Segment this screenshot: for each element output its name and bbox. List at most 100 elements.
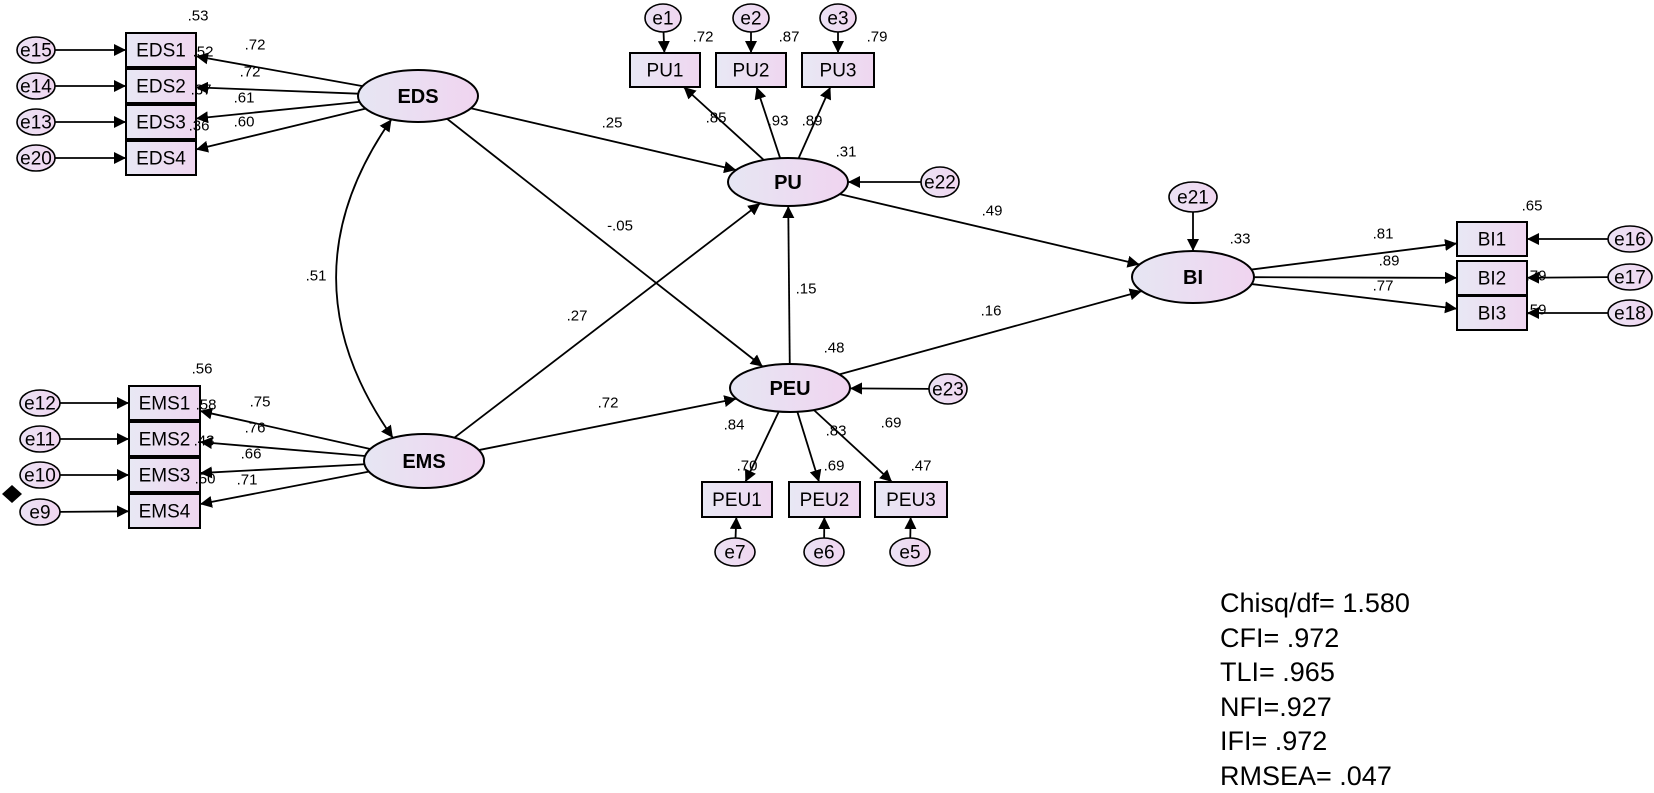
observed-label-ems1: EMS1: [139, 394, 191, 415]
r2-label-eds4: .36: [189, 118, 210, 135]
loading-path-ems4: [200, 472, 369, 505]
latent-label-ems: EMS: [402, 451, 445, 473]
error-label-e13: e13: [20, 113, 52, 134]
observed-label-ems4: EMS4: [139, 502, 191, 523]
error-path-e23: [850, 388, 929, 389]
r2-label-ems3: .43: [194, 433, 215, 450]
loading-path-peu2: [797, 412, 819, 482]
observed-label-eds3: EDS3: [136, 113, 186, 134]
error-label-e15: e15: [20, 41, 52, 62]
loading-label-peu3: .69: [881, 415, 902, 432]
observed-label-eds4: EDS4: [136, 149, 186, 170]
error-label-e12: e12: [24, 394, 56, 415]
structural-label-ems-pu: .27: [567, 308, 588, 325]
latent-label-eds: EDS: [397, 86, 438, 108]
loading-label-ems1: .75: [250, 394, 271, 411]
observed-label-pu1: PU1: [647, 61, 684, 82]
r2-label-pu2: .87: [779, 29, 800, 46]
loading-label-ems3: .66: [241, 446, 262, 463]
latent-label-bi: BI: [1183, 267, 1203, 289]
fit-index-4: IFI= .972: [1220, 724, 1410, 759]
loading-path-eds2: [196, 87, 358, 93]
r2-label-peu3: .47: [911, 458, 932, 475]
loading-label-eds4: .60: [234, 114, 255, 131]
r2-label-pu1: .72: [693, 29, 714, 46]
loading-path-bi2: [1254, 277, 1457, 278]
observed-label-eds2: EDS2: [136, 77, 186, 98]
error-label-e16: e16: [1614, 230, 1646, 251]
loading-label-pu1: .85: [706, 110, 727, 127]
r2-label-ems2: .58: [196, 397, 217, 414]
error-label-e9: e9: [29, 503, 50, 524]
r2-label-eds2: .52: [193, 44, 214, 61]
latent-label-peu: PEU: [769, 378, 810, 400]
r2-label-pu3: .79: [867, 29, 888, 46]
error-label-e6: e6: [813, 543, 834, 564]
observed-label-ems2: EMS2: [139, 430, 191, 451]
loading-path-ems3: [200, 464, 364, 473]
observed-label-peu2: PEU2: [800, 490, 850, 511]
loading-label-pu3: .89: [802, 113, 823, 130]
loading-label-eds2: .72: [240, 64, 261, 81]
loading-label-peu2: .83: [826, 423, 847, 440]
loading-label-bi2: .89: [1379, 253, 1400, 270]
error-label-e11: e11: [25, 430, 55, 451]
error-label-e5: e5: [899, 543, 920, 564]
loading-label-bi1: .81: [1373, 226, 1394, 243]
error-label-e18: e18: [1614, 304, 1646, 325]
observed-label-pu3: PU3: [820, 61, 857, 82]
latent-label-pu: PU: [774, 172, 802, 194]
loading-label-ems4: .71: [237, 472, 258, 489]
loading-label-peu1: .84: [724, 417, 745, 434]
observed-label-pu2: PU2: [733, 61, 770, 82]
r2-label-ems1: .56: [192, 361, 213, 378]
loading-label-eds1: .72: [245, 37, 266, 54]
loading-path-eds1: [196, 56, 363, 86]
error-label-e10: e10: [24, 466, 56, 487]
r2-label-bi1: .65: [1522, 198, 1543, 215]
error-path-e9: [60, 511, 129, 512]
error-label-e1: e1: [652, 9, 673, 30]
structural-label-peu-pu: .15: [796, 281, 817, 298]
error-label-e23: e23: [932, 380, 964, 401]
structural-label-eds-pu: .25: [602, 115, 623, 132]
loading-label-ems2: .76: [245, 420, 266, 437]
error-label-e21: e21: [1177, 188, 1209, 209]
fit-index-2: TLI= .965: [1220, 655, 1410, 690]
structural-path-eds-peu: [447, 119, 763, 367]
error-label-e7: e7: [724, 543, 745, 564]
loading-path-eds4: [196, 109, 366, 150]
error-path-e7: [736, 517, 737, 538]
error-label-e14: e14: [20, 77, 52, 98]
r2-label-bi2: .79: [1526, 268, 1547, 285]
r2-label-eds1: .53: [188, 8, 209, 25]
covariance-path-eds-ems: [336, 119, 393, 438]
error-label-e22: e22: [924, 173, 956, 194]
structural-label-pu-bi: .49: [982, 203, 1003, 220]
structural-path-peu-pu: [788, 206, 790, 364]
observed-label-bi2: BI2: [1478, 269, 1507, 290]
fit-index-1: CFI= .972: [1220, 621, 1410, 656]
error-path-e1: [664, 32, 665, 53]
error-label-e20: e20: [20, 149, 52, 170]
structural-label-peu-bi: .16: [981, 303, 1002, 320]
structural-label-ems-peu: .72: [598, 395, 619, 412]
error-label-e2: e2: [740, 9, 761, 30]
loading-path-ems2: [200, 442, 365, 456]
fit-index-5: RMSEA= .047: [1220, 759, 1410, 793]
r2-label-peu: .48: [824, 340, 845, 357]
loading-path-bi3: [1252, 284, 1457, 309]
observed-label-bi3: BI3: [1478, 304, 1507, 325]
observed-label-peu3: PEU3: [886, 490, 936, 511]
loading-label-bi3: .77: [1373, 278, 1394, 295]
r2-label-ems4: .50: [195, 471, 216, 488]
r2-label-peu1: .70: [737, 458, 758, 475]
observed-label-ems3: EMS3: [139, 466, 191, 487]
error-label-e3: e3: [827, 9, 848, 30]
observed-label-peu1: PEU1: [712, 490, 762, 511]
loading-path-bi1: [1251, 243, 1457, 269]
structural-label-eds-peu: -.05: [607, 218, 633, 235]
observed-label-eds1: EDS1: [136, 41, 186, 62]
loading-label-eds3: .61: [234, 90, 255, 107]
